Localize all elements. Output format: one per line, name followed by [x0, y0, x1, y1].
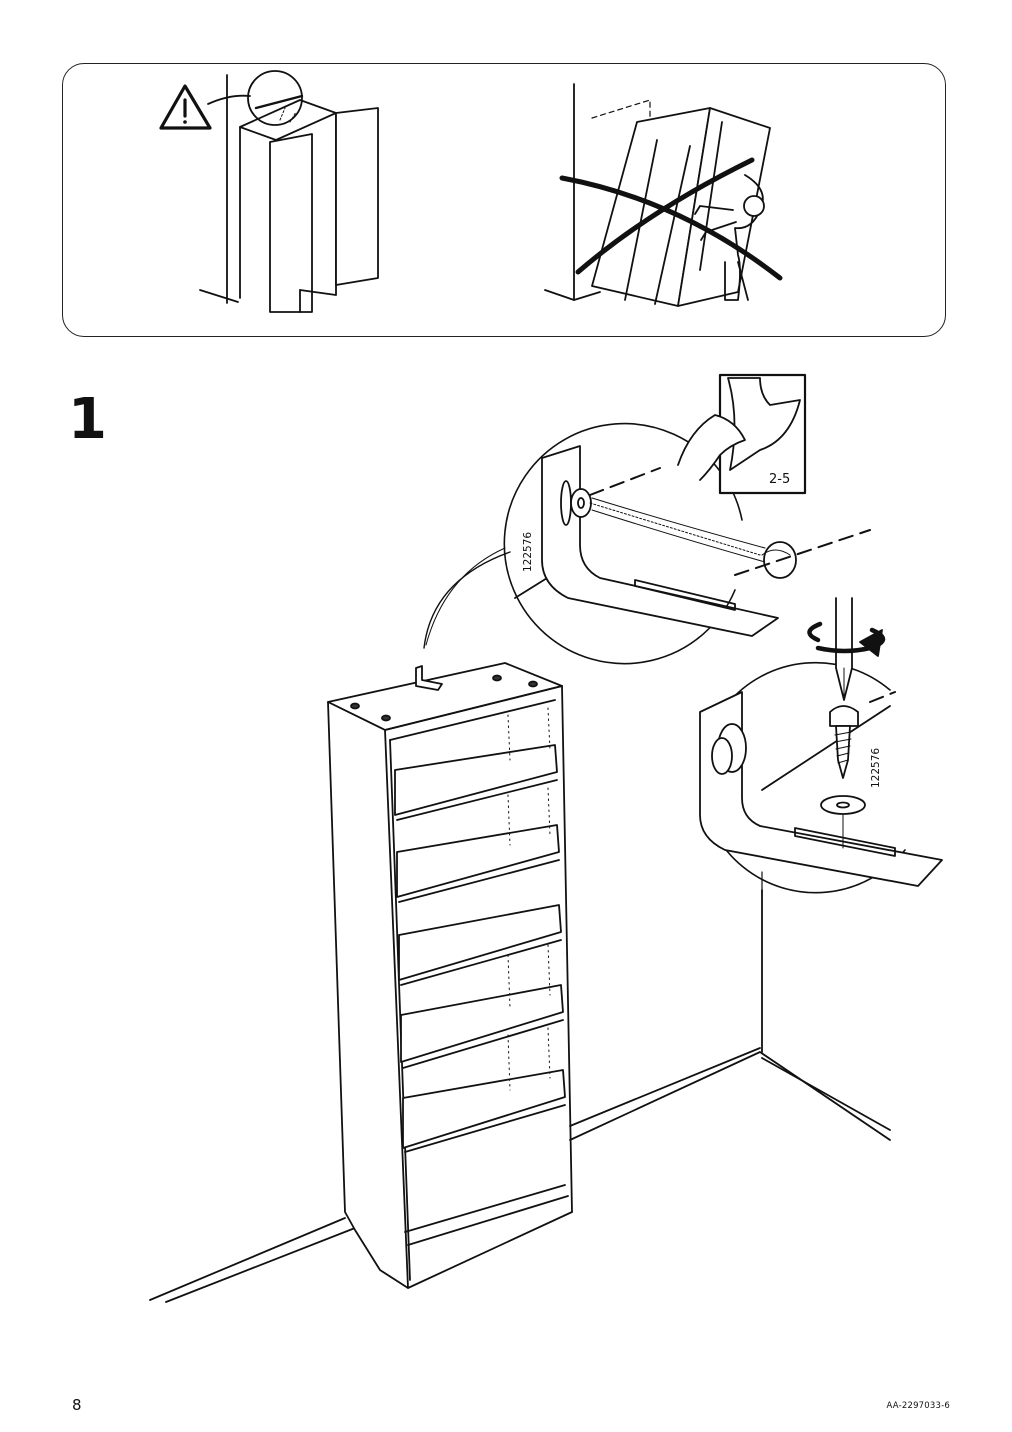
part-number-label-bottom: 122576	[870, 748, 882, 788]
detail-circle-bottom	[699, 597, 943, 896]
warning-triangle-icon	[159, 84, 212, 130]
step-number: 1	[68, 387, 107, 452]
detail-circle	[247, 70, 303, 126]
warning-panel	[62, 63, 946, 337]
page-number: 8	[72, 1396, 82, 1414]
detail-circle-top	[423, 422, 871, 665]
sticker-ref-label: 2-5	[769, 472, 790, 487]
incorrect-tipping-scene	[544, 83, 783, 307]
bookcase	[149, 662, 891, 1303]
correct-placement-scene	[159, 70, 379, 313]
part-number-label-top: 122576	[522, 532, 534, 572]
document-code: AA-2297033-6	[886, 1401, 950, 1411]
shelves	[394, 744, 569, 1246]
shelf-pin-holes	[507, 707, 551, 1091]
rotate-arrow-icon	[807, 621, 886, 657]
sticker-peel-icon	[677, 373, 807, 495]
